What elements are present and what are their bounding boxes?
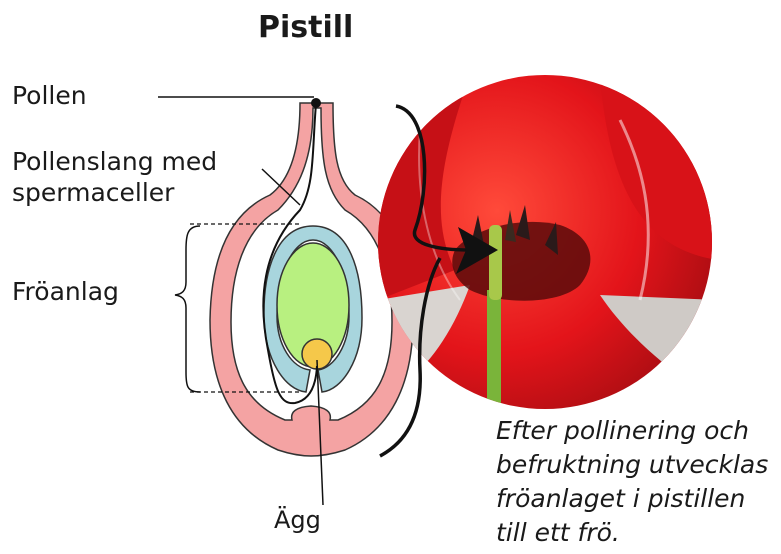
ovule-brace	[175, 226, 200, 392]
